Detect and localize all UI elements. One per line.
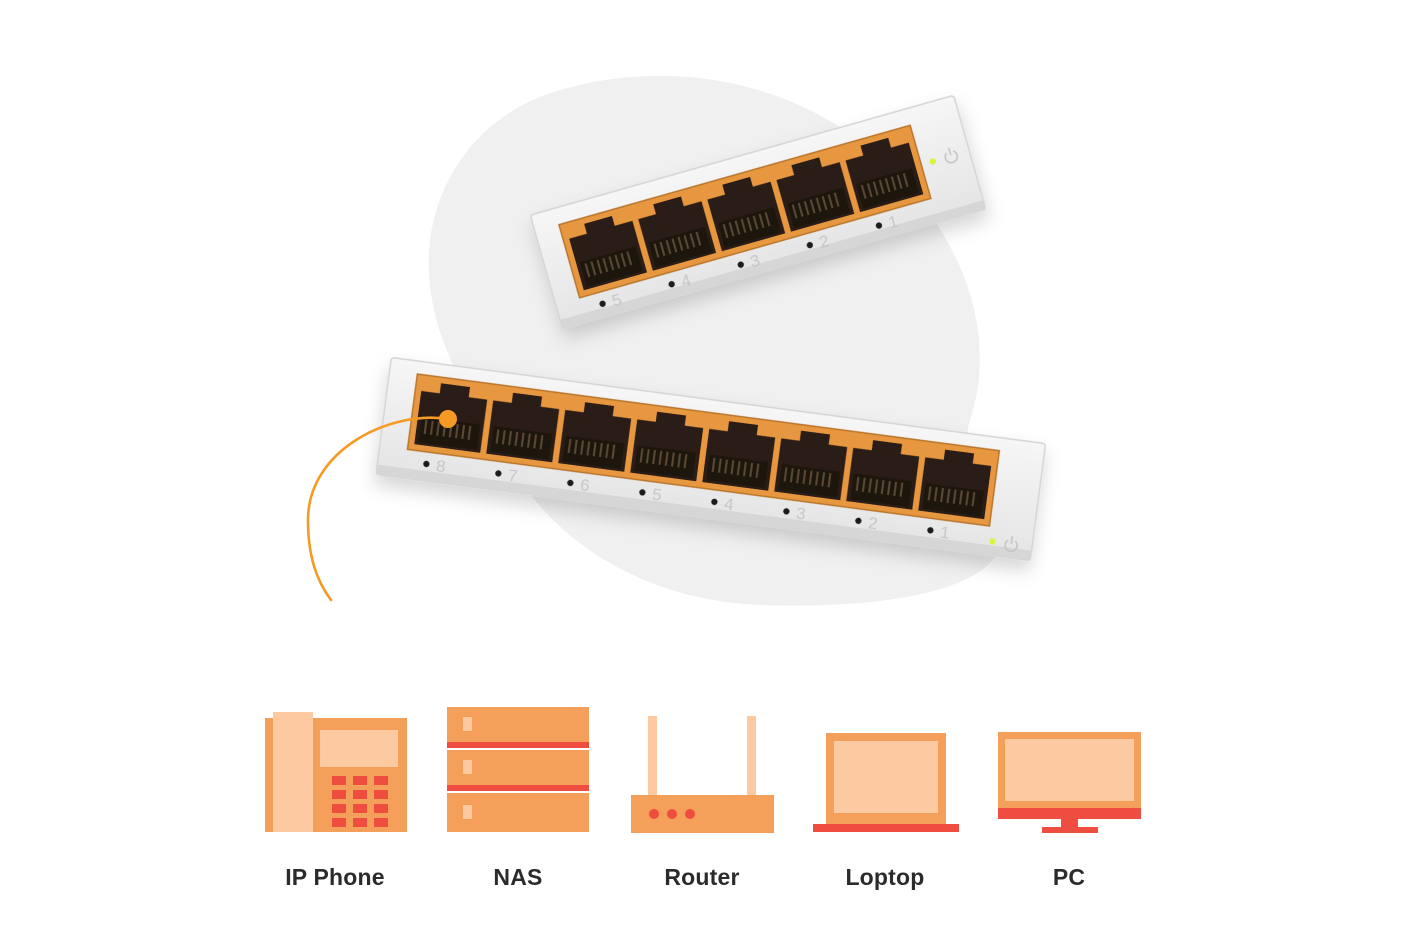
switch-8-port-port-led xyxy=(855,517,862,525)
device-ip-phone: IP Phone xyxy=(260,700,410,900)
switch-8-port-port-led xyxy=(927,527,934,534)
switch-8-port-port-led xyxy=(783,508,790,515)
switch-8-port-port-number: 6 xyxy=(579,475,591,495)
switch-8-port-port-1 xyxy=(486,392,560,463)
switch-5-port-port-4 xyxy=(845,137,924,213)
switch-8-port: 8 7 6 5 4 3 2 1 xyxy=(375,357,1047,562)
device-label: NAS xyxy=(493,864,543,890)
switch-8-port-port-number: 8 xyxy=(435,456,447,476)
switch-5-port-port-0 xyxy=(569,215,648,291)
switch-8-port-port-number: 3 xyxy=(795,504,807,524)
pc-icon xyxy=(998,732,1141,833)
switch-5-port-port-1 xyxy=(638,196,717,271)
switch-8-port-port-number: 4 xyxy=(723,494,735,514)
router-icon xyxy=(631,716,774,833)
switch-8-port-port-3 xyxy=(630,411,704,482)
switch-8-port-port-number: 1 xyxy=(939,523,951,543)
nas-icon xyxy=(447,707,589,832)
ethernet-cable xyxy=(306,416,450,602)
switch-8-port-port-2 xyxy=(558,402,632,472)
device-nas: NAS xyxy=(443,700,593,900)
device-label: PC xyxy=(1052,864,1086,890)
switch-5-port-port-3 xyxy=(776,157,855,232)
ip-phone-icon xyxy=(265,712,407,832)
switch-8-port-port-5 xyxy=(774,430,848,501)
switch-8-port-power-led xyxy=(989,538,996,545)
device-router: Router xyxy=(627,700,777,900)
switch-8-port-port-led xyxy=(711,498,718,506)
switch-5-port-port-led xyxy=(806,241,814,249)
switch-5-port-port-led xyxy=(737,261,744,268)
device-label: Loptop xyxy=(845,864,925,890)
switch-8-port-port-4 xyxy=(702,421,776,491)
switch-8-port-port-number: 7 xyxy=(507,466,519,486)
device-label: Router xyxy=(664,864,740,890)
switch-5-port-power-led xyxy=(929,158,937,165)
switch-5-port-port-led xyxy=(599,300,606,307)
switch-5-port-power-icon xyxy=(944,147,958,164)
device-laptop: Loptop xyxy=(810,700,960,900)
switch-5-port-port-led xyxy=(875,222,883,229)
switch-5-port-port-2 xyxy=(707,176,786,252)
switch-8-port-port-6 xyxy=(846,440,920,510)
switch-5-port-port-led xyxy=(668,281,675,288)
switch-8-port-port-led xyxy=(495,470,502,477)
switch-8-port-port-led xyxy=(423,460,430,468)
cable-connector-dot xyxy=(439,410,457,428)
switch-8-port-port-led xyxy=(639,489,646,496)
switch-8-port-port-number: 5 xyxy=(651,485,663,505)
device-pc: PC xyxy=(994,700,1144,900)
switch-8-port-port-7 xyxy=(918,449,992,520)
switch-8-port-power-icon xyxy=(1004,535,1018,553)
device-label: IP Phone xyxy=(285,864,385,890)
switch-8-port-port-number: 2 xyxy=(867,513,879,533)
laptop-icon xyxy=(813,733,959,832)
switch-8-port-port-led xyxy=(567,479,574,487)
